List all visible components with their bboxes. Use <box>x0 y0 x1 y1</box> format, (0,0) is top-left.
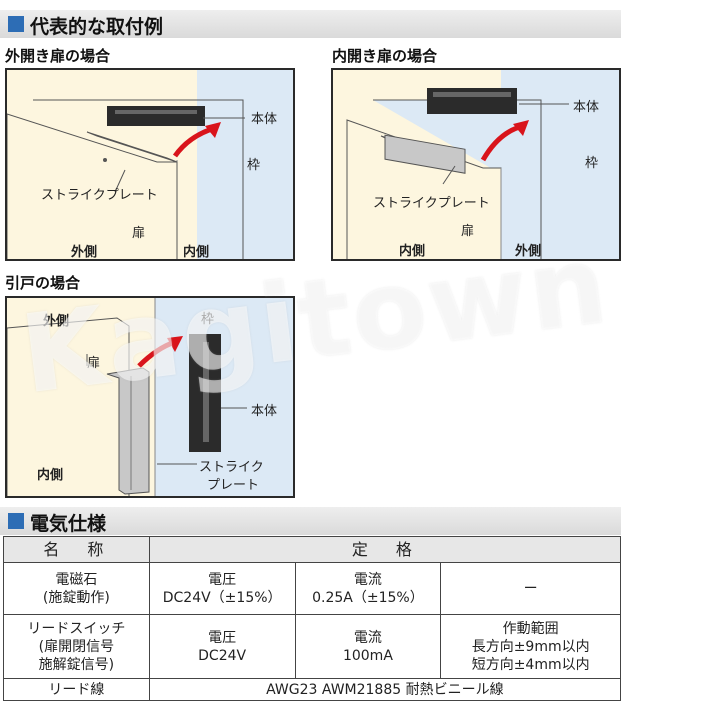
label-door: 扉 <box>87 356 101 371</box>
label-strike-plate: ストライクプレート <box>41 188 158 203</box>
diagram-inward-door: 本体 枠 ストライクプレート 扉 内側 外側 <box>331 68 621 261</box>
section-marker <box>8 513 24 529</box>
label-strike-line1: ストライク <box>199 460 264 475</box>
cell-name: リードスイッチ (扉開閉信号 施解錠信号) <box>3 614 150 679</box>
label-body: 本体 <box>573 100 600 115</box>
cell-line: 作動範囲 <box>502 620 559 637</box>
name-line: 電磁石 <box>55 571 98 588</box>
name-line: 施解錠信号) <box>38 656 115 673</box>
cell-line: DC24V（±15%） <box>162 589 282 606</box>
label-outside: 外側 <box>515 244 542 259</box>
caption-outward-door: 外開き扉の場合 <box>5 47 111 65</box>
caption-sliding-door: 引戸の場合 <box>5 274 81 292</box>
label-inside: 内側 <box>399 244 426 259</box>
name-line: リードスイッチ <box>27 620 126 637</box>
cell-range: 作動範囲 長方向±9mm以内 短方向±4mm以内 <box>440 614 621 679</box>
table-row: リード線 AWG23 AWM21885 耐熱ビニール線 <box>3 678 622 701</box>
header-rating: 定 格 <box>148 536 622 563</box>
cell-line: 0.25A（±15%） <box>312 589 424 606</box>
label-body: 本体 <box>251 112 278 127</box>
cell-line: 電圧 <box>208 571 237 588</box>
cell-name: リード線 <box>3 678 150 701</box>
label-inside: 内側 <box>37 468 64 483</box>
label-outside: 外側 <box>43 314 70 329</box>
section-title: 電気仕様 <box>30 513 107 535</box>
caption-inward-door: 内開き扉の場合 <box>332 47 438 65</box>
cell-voltage: 電圧 DC24V（±15%） <box>148 562 296 615</box>
label-body: 本体 <box>251 404 278 419</box>
diagram-sliding-door: 外側 扉 枠 本体 ストライク プレート 内側 <box>5 296 295 498</box>
section-header-mounting: 代表的な取付例 <box>0 10 621 38</box>
section-marker <box>8 16 24 32</box>
label-frame: 枠 <box>201 312 215 327</box>
cell-line: 短方向±4mm以内 <box>471 656 590 673</box>
cell-wire-spec: AWG23 AWM21885 耐熱ビニール線 <box>148 678 622 701</box>
header-name: 名 称 <box>3 536 150 563</box>
outward-door-illustration <box>7 70 293 259</box>
sliding-door-illustration <box>7 298 293 496</box>
label-inside: 内側 <box>183 245 210 260</box>
cell-line: 電流 <box>353 571 382 588</box>
table-row: リードスイッチ (扉開閉信号 施解錠信号) 電圧 DC24V 電流 100mA … <box>3 614 621 679</box>
name-line: (施錠動作) <box>42 589 110 606</box>
label-outside: 外側 <box>71 245 98 260</box>
cell-line: DC24V <box>198 647 247 664</box>
cell-line: 長方向±9mm以内 <box>471 638 590 655</box>
inward-door-illustration <box>346 70 619 259</box>
section-header-electrical: 電気仕様 <box>0 507 621 535</box>
table-header-row: 名 称 定 格 <box>3 536 622 563</box>
electrical-spec-table: 名 称 定 格 電磁石 (施錠動作) 電圧 DC24V（±15%） 電流 0.2… <box>3 536 622 701</box>
diagram-outward-door: 本体 枠 ストライクプレート 扉 外側 内側 <box>5 68 295 261</box>
cell-line: 電流 <box>353 629 382 646</box>
cell-name: 電磁石 (施錠動作) <box>3 562 150 615</box>
name-line: (扉開閉信号 <box>38 638 115 655</box>
cell-range: ー <box>440 562 621 615</box>
cell-current: 電流 100mA <box>294 614 442 679</box>
cell-line: 100mA <box>342 647 393 664</box>
label-door: 扉 <box>461 224 475 239</box>
section-title: 代表的な取付例 <box>30 16 164 38</box>
label-strike-plate: ストライクプレート <box>373 196 490 211</box>
label-frame: 枠 <box>585 156 599 171</box>
cell-voltage: 電圧 DC24V <box>148 614 296 679</box>
label-strike-line2: プレート <box>207 478 260 493</box>
cell-line: 電圧 <box>208 629 237 646</box>
label-door: 扉 <box>132 226 146 241</box>
table-row: 電磁石 (施錠動作) 電圧 DC24V（±15%） 電流 0.25A（±15%）… <box>3 562 621 615</box>
label-frame: 枠 <box>247 158 261 173</box>
cell-current: 電流 0.25A（±15%） <box>294 562 442 615</box>
